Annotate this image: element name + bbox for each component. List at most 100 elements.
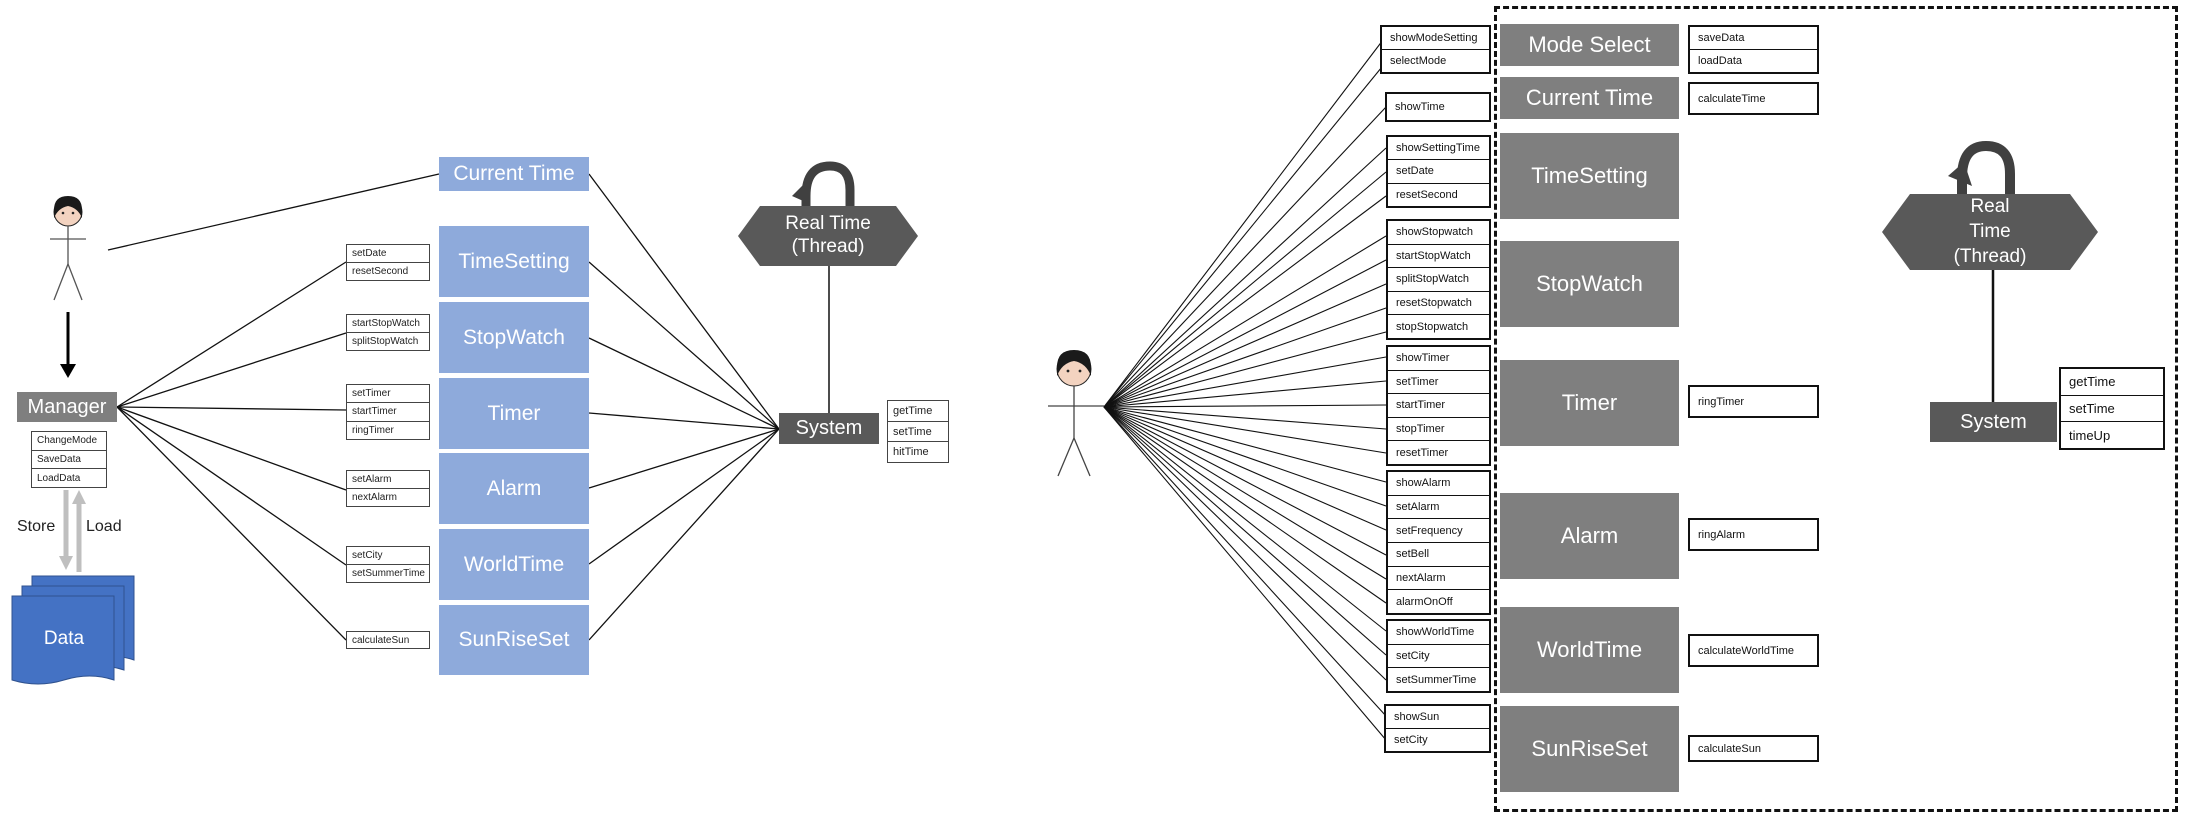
connector-line — [1103, 380, 1387, 408]
function-item: showSun — [1386, 706, 1489, 729]
timesetting-ui-list: showSettingTime setDate resetSecond — [1386, 135, 1491, 208]
function-item: setAlarm — [347, 471, 429, 489]
alarm-function-list: setAlarm nextAlarm — [346, 470, 430, 507]
function-item: showTimer — [1388, 347, 1489, 371]
connector-line — [1103, 35, 1387, 408]
module-label: WorldTime — [463, 552, 565, 576]
timesetting-function-list: setDate resetSecond — [346, 244, 430, 281]
worldtime-internal-list: calculateWorldTime — [1688, 634, 1819, 667]
timer-ui-list: showTimer setTimer startTimer stopTimer … — [1386, 345, 1491, 466]
connector-line — [116, 406, 347, 491]
system-boundary — [1494, 6, 2178, 812]
connector-line — [1103, 356, 1387, 408]
connector-line — [1103, 106, 1387, 408]
function-item: calculateSun — [1698, 742, 1761, 755]
connector-line — [588, 261, 780, 430]
function-item: startStopWatch — [347, 315, 429, 333]
connector-line — [1103, 406, 1387, 556]
function-item: ringAlarm — [1698, 528, 1746, 541]
connector-line — [1103, 235, 1387, 408]
connector-line — [1103, 406, 1387, 430]
arrow-down-icon — [60, 312, 76, 378]
function-item: startTimer — [1388, 394, 1489, 418]
function-item: showStopwatch — [1388, 221, 1489, 245]
function-item: calculateWorldTime — [1698, 644, 1794, 657]
connector-line — [588, 412, 780, 430]
connector-line — [107, 173, 440, 251]
worldtime-ui-list: showWorldTime setCity setSummerTime — [1386, 619, 1491, 693]
function-item: setSummerTime — [1396, 673, 1477, 686]
function-item: setCity — [1394, 734, 1428, 746]
manager-label: Manager — [27, 395, 107, 418]
current-time-internal-list: calculateTime — [1688, 82, 1819, 115]
connector-line — [116, 332, 347, 408]
connector-line — [1103, 259, 1387, 408]
module-label: SunRiseSet — [458, 628, 570, 651]
connector-line — [1103, 406, 1387, 580]
function-item: showSettingTime — [1388, 137, 1489, 161]
real-time-label-right: Real Time (Thread) — [1882, 194, 2098, 269]
manager-function: SaveData — [32, 451, 106, 470]
connector-line — [1103, 331, 1387, 408]
connector-line — [1103, 171, 1387, 408]
module-sunriseset: SunRiseSet — [1500, 706, 1679, 792]
function-item: setDate — [347, 245, 429, 263]
load-label: Load — [86, 518, 122, 535]
mode-select-internal-list: saveData loadData — [1688, 25, 1819, 74]
function-item: splitStopWatch — [1388, 268, 1489, 292]
real-time-line: Real — [1970, 196, 2010, 217]
manager-box: Manager — [17, 392, 117, 422]
module-label: Alarm — [486, 476, 542, 500]
data-store-icon — [11, 575, 135, 685]
connector-line — [1103, 404, 1387, 408]
function-item: saveData — [1690, 27, 1817, 50]
connector-line — [1103, 406, 1387, 454]
module-timer: Timer — [439, 378, 589, 449]
real-time-label-left: Real Time (Thread) — [738, 212, 918, 258]
function-item: resetSecond — [352, 266, 409, 277]
module-label: WorldTime — [1536, 637, 1643, 662]
real-time-thread-left — [738, 161, 918, 266]
module-worldtime: WorldTime — [1500, 607, 1679, 693]
system-label: System — [795, 417, 863, 439]
module-current-time: Current Time — [439, 157, 589, 191]
stopwatch-ui-list: showStopwatch startStopWatch splitStopWa… — [1386, 219, 1491, 340]
timer-internal-list: ringTimer — [1688, 385, 1819, 418]
real-time-line: Real Time — [785, 213, 871, 234]
function-item: setAlarm — [1388, 496, 1489, 520]
system-box-left: System — [779, 413, 879, 444]
connector-line — [588, 428, 780, 641]
function-item: timeUp — [2069, 427, 2111, 443]
user-actor-left — [50, 196, 86, 301]
module-alarm: Alarm — [439, 453, 589, 524]
real-time-line: (Thread) — [791, 236, 865, 257]
function-item: stopStopwatch — [1396, 320, 1469, 333]
connector-line — [1103, 406, 1387, 681]
connector-line — [1103, 406, 1387, 507]
stopwatch-function-list: startStopWatch splitStopWatch — [346, 314, 430, 351]
function-item: setTimer — [347, 385, 429, 404]
module-label: SunRiseSet — [1531, 736, 1648, 761]
function-item: nextAlarm — [352, 492, 398, 503]
function-item: selectMode — [1390, 55, 1447, 67]
module-current-time: Current Time — [1500, 77, 1679, 119]
module-mode-select: Mode Select — [1500, 24, 1679, 66]
connector-line — [1103, 406, 1387, 483]
sunriseset-ui-list: showSun setCity — [1384, 704, 1491, 753]
function-item: setSummerTime — [352, 568, 425, 579]
real-time-line: Time — [1969, 221, 2011, 242]
module-label: Current Time — [453, 162, 575, 185]
mode-select-ui-list: showModeSetting selectMode — [1380, 25, 1491, 74]
function-item: stopTimer — [1388, 418, 1489, 442]
function-item: resetStopwatch — [1388, 292, 1489, 316]
function-item: getTime — [888, 401, 948, 422]
function-item: splitStopWatch — [352, 336, 419, 347]
connector-line — [1103, 406, 1387, 717]
store-load-arrows — [59, 490, 86, 572]
alarm-ui-list: showAlarm setAlarm setFrequency setBell … — [1386, 470, 1491, 615]
function-item: showModeSetting — [1382, 27, 1489, 50]
module-label: StopWatch — [1536, 271, 1643, 296]
connector-line — [1103, 195, 1387, 408]
module-alarm: Alarm — [1500, 493, 1679, 579]
